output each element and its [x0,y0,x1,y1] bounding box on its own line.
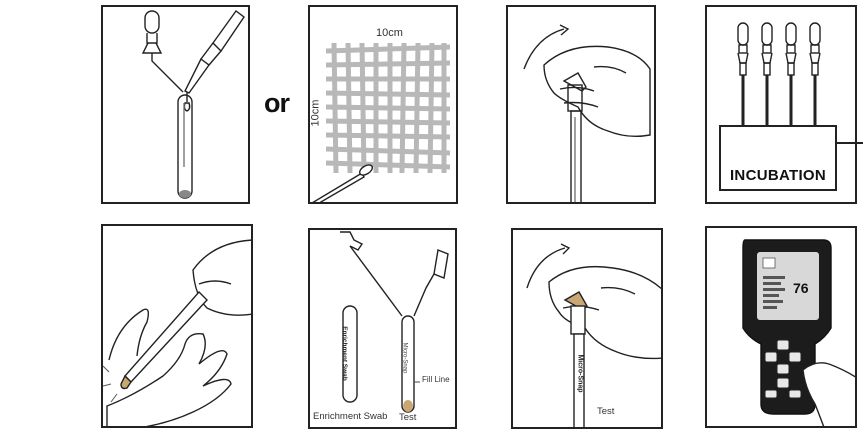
pipette-icon [212,10,245,53]
step-panel-surface-swab: 10cm 10cm [308,5,458,204]
microsnap-tube-text-b: Micro-Snap [576,354,584,393]
snap-bulb-icon [144,10,160,34]
step-panel-luminometer: 76 [705,226,857,428]
pipette-transfer-illustration [141,10,245,199]
luminometer-illustration [742,239,855,426]
incubator-block: INCUBATION [719,125,837,191]
step-panel-pipette-sample [101,5,250,204]
hand-icon [802,362,855,426]
test-tube-icon [177,94,193,199]
snap-bulb-icon [433,249,449,279]
enrichment-transfer-illustration [340,231,449,413]
test-tube-icon [562,72,587,202]
test-label: Test [399,412,417,423]
test-tube-icon [563,291,588,427]
button-right-icon [788,351,802,363]
hand-icon [106,308,232,426]
grid-surface-illustration [312,42,451,202]
hand-icon [548,265,661,360]
enrichment-tube-icon [342,305,358,403]
device-reading: 76 [793,280,809,296]
hand-swab-illustration [103,239,251,426]
fill-line-label: Fill Line [422,375,450,384]
enrichment-swab-label: Enrichment Swab [313,411,388,422]
swab-icon [312,164,374,202]
hand-icon [543,45,651,138]
step-panel-snap-test: Micro-Snap Test [511,228,663,429]
snap-hand-illustration [523,24,651,202]
device-buttons [764,339,802,399]
step-panel-enrichment-transfer: Enrichment Swab Micro-Snap Fill Line Enr… [308,228,457,429]
button-up-icon [776,339,790,351]
step-panel-incubation: INCUBATION [705,5,863,204]
button-down-icon [776,363,790,375]
step-panel-snap-bulb [506,5,656,204]
swab-icon [120,290,208,390]
microsnap-tube-text-a: Micro-Snap [401,342,408,374]
or-label: or [264,88,290,118]
snap-test-illustration [526,243,661,427]
step-panel-hand-swab [101,224,253,428]
test-label-2: Test [597,406,615,417]
button-left-icon [764,351,778,363]
button-enter-icon [776,377,790,389]
surface-height-label: 10cm [309,99,322,127]
incubation-label: INCUBATION [729,167,827,184]
enrichment-tube-text: Enrichment Swab [340,326,348,381]
surface-width-label: 10cm [376,27,403,39]
